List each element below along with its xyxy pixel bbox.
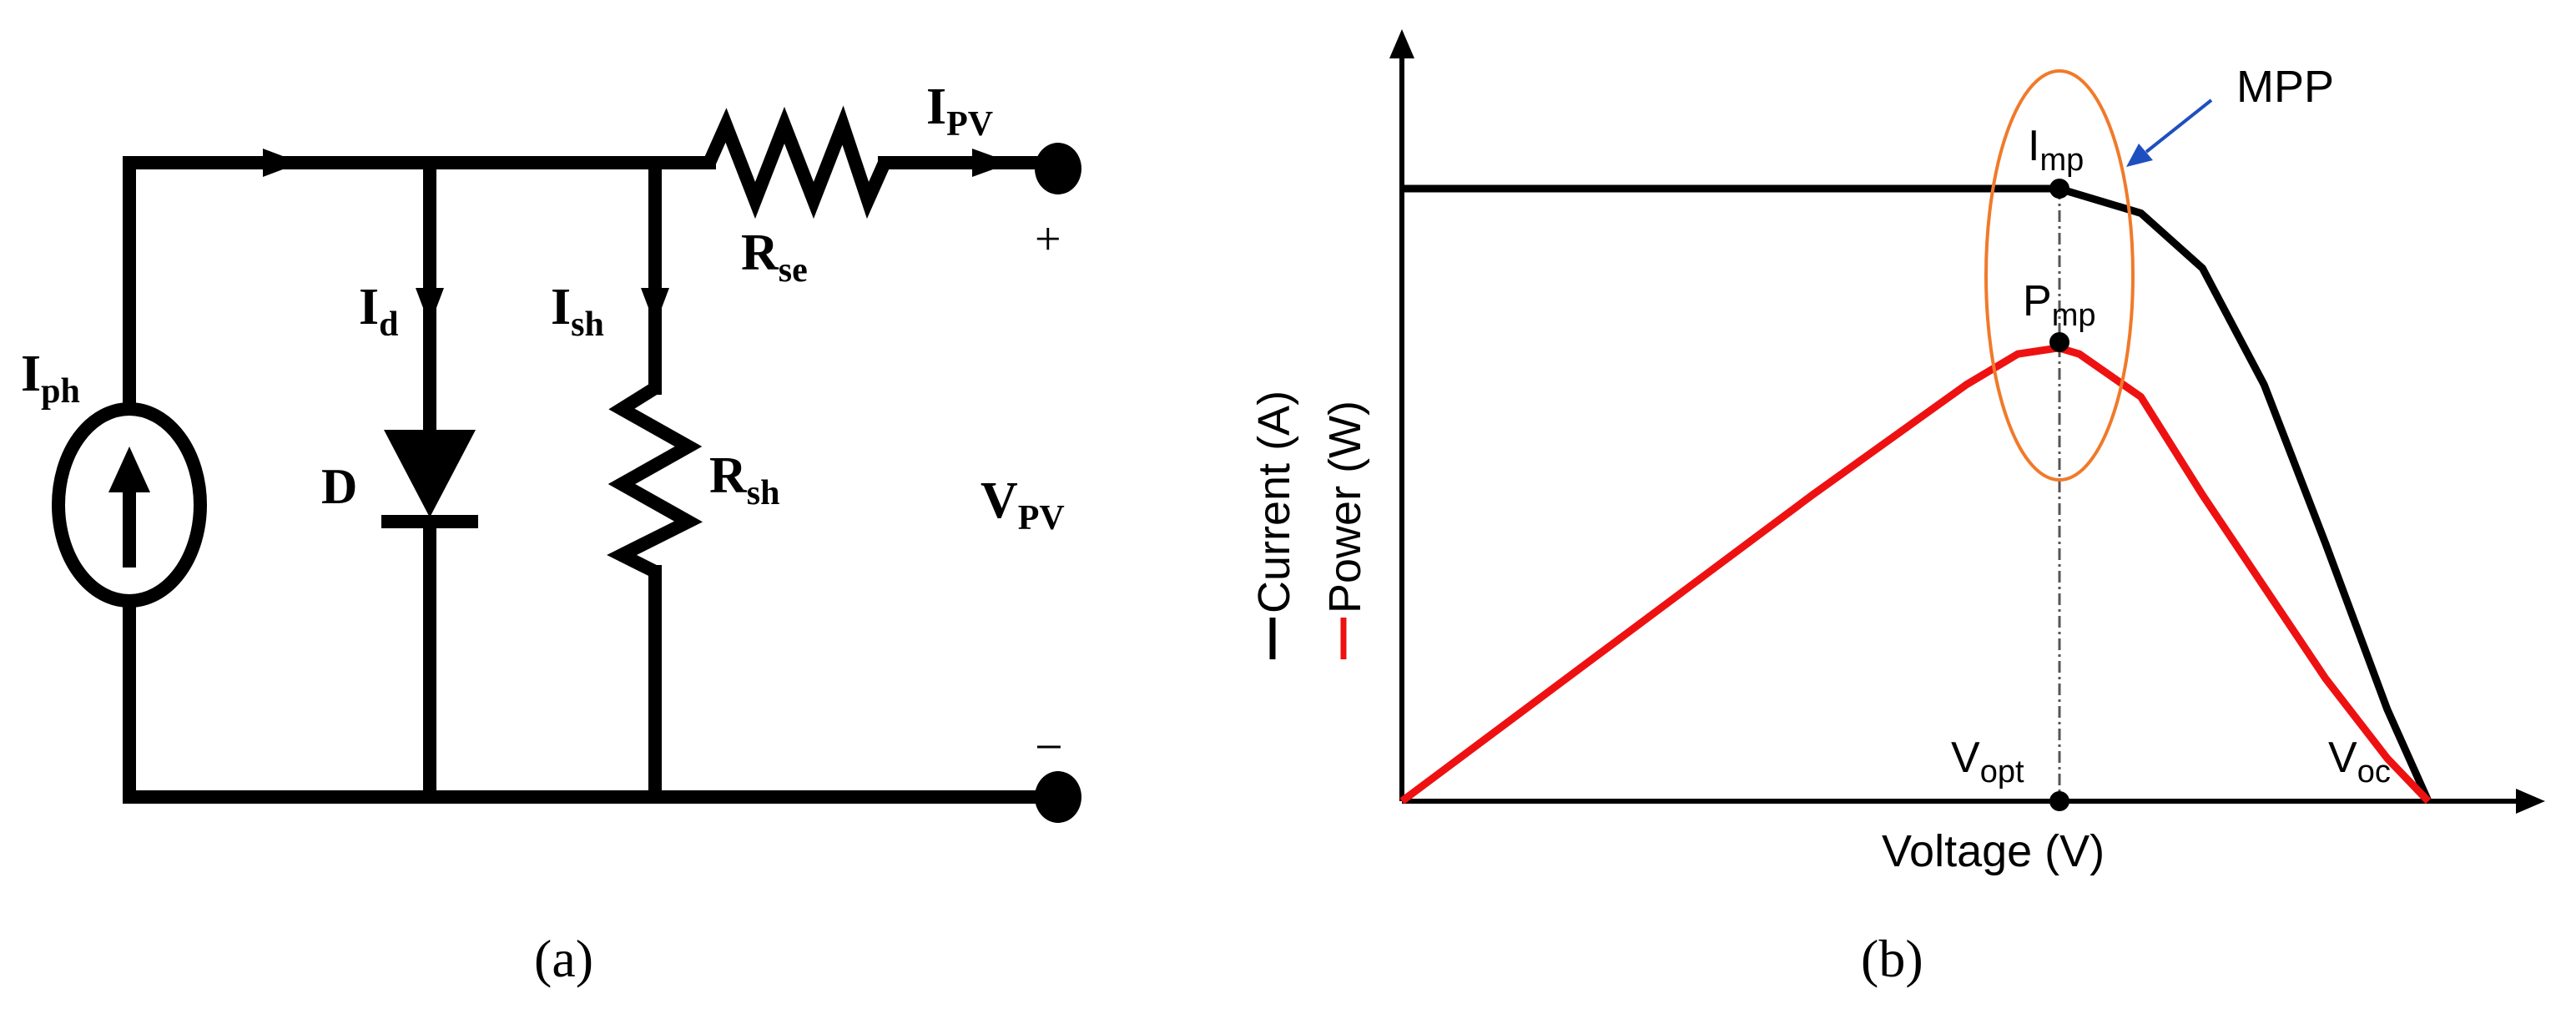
rsh-resistor [607,382,703,578]
mpp-arrow-line [2145,98,2213,154]
terminal-negative [1035,771,1081,823]
label-rse: Rse [741,224,808,290]
y-axis-arrowhead [1389,29,1414,58]
vopt-point [2049,791,2069,811]
label-mpp: MPP [2236,62,2334,112]
power-curve [1399,344,2432,805]
pmp-point [2049,332,2069,352]
imp-point [2049,179,2069,199]
label-iph: Iph [21,346,80,411]
label-ish: Ish [551,279,604,344]
diode-triangle [384,430,476,517]
panel-b-annotations: MPP Imp Pmp Vopt Voc Voltage (V) [1882,62,2391,876]
source-arrow-head [108,446,150,492]
label-id: Id [359,279,399,344]
legend-power-label: Power (W) [1320,401,1370,613]
source-arrow-shaft [123,488,136,568]
label-plus: + [1035,214,1061,265]
panel-b-axes [1399,50,2520,804]
caption-a: (a) [534,929,593,988]
label-pmp: Pmp [2023,277,2095,333]
mpp-arrow-head [2126,144,2153,167]
x-axis-label: Voltage (V) [1882,826,2105,876]
panel-a-circuit [52,105,1058,804]
label-minus: − [1035,719,1063,774]
legend: Current (A) Power (W) [1249,391,1370,659]
label-voc: Voc [2328,734,2391,790]
legend-current-label: Current (A) [1249,391,1299,613]
mpp-ellipse [1984,69,2135,482]
current-curve [1402,184,2432,803]
id-arrow [416,288,444,325]
current-source [52,402,207,608]
label-vopt: Vopt [1951,734,2024,790]
x-axis-arrowhead [2516,789,2545,814]
label-imp: Imp [2028,122,2084,178]
panel-a-filled-parts [108,143,1081,823]
label-ipv: IPV [926,78,993,144]
label-diode: D [321,459,357,514]
panel-a-labels: Iph Id Ish D Rsh Rse IPV VPV [21,78,1065,537]
top-current-arrow [263,149,300,177]
ipv-arrow [972,149,1011,177]
ish-arrow [641,288,669,325]
label-rsh: Rsh [709,447,779,512]
terminal-positive [1035,143,1081,194]
rse-resistor [703,105,891,219]
caption-b: (b) [1861,929,1923,988]
label-vpv: VPV [980,472,1065,537]
